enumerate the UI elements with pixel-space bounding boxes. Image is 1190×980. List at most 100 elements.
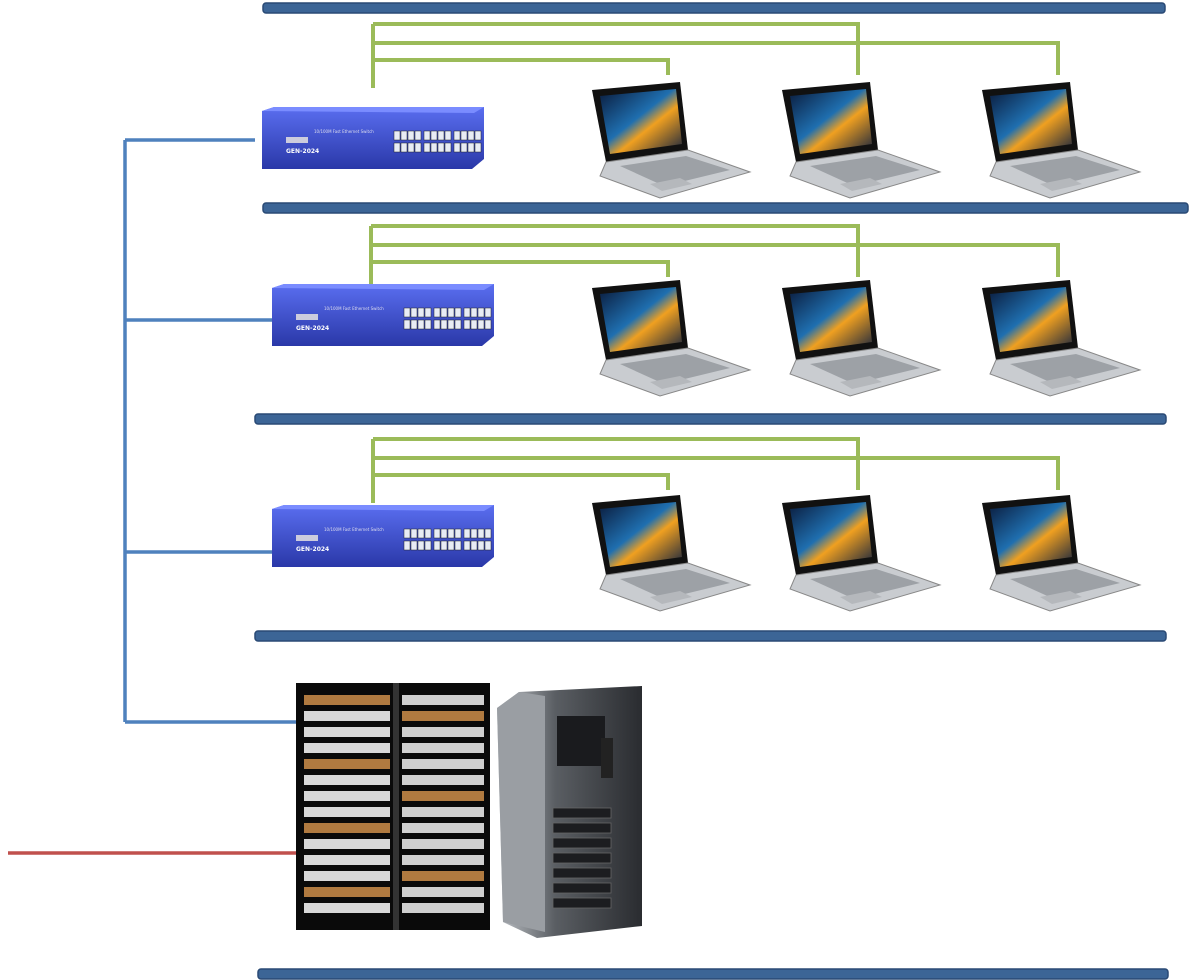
rack-panel: [402, 903, 484, 913]
switch-port: [477, 528, 485, 539]
laptop-icon: [592, 280, 752, 397]
rack-panel: [304, 807, 390, 817]
switch-port: [470, 319, 478, 330]
switch-caption: 10/100M Fast Ethernet Switch: [324, 527, 384, 532]
switch-port: [400, 142, 408, 153]
rack-panel: [402, 823, 484, 833]
switch-port: [440, 528, 448, 539]
drop-cable: [371, 260, 670, 277]
switch-port: [454, 319, 462, 330]
switch-port: [437, 142, 445, 153]
switch-port: [403, 540, 411, 551]
switch-port: [433, 307, 441, 318]
switch-port: [393, 142, 401, 153]
server-tower-icon: [497, 686, 642, 938]
laptop-icon: [592, 495, 752, 612]
drop-cable: [373, 456, 1060, 490]
laptop-touchpad: [1040, 178, 1082, 191]
tower-drive-bay: [552, 897, 612, 909]
tower-drive-bay: [552, 837, 612, 849]
laptop-touchpad: [650, 591, 692, 604]
switch-body: [272, 505, 494, 567]
laptop-screen: [790, 287, 872, 352]
switch-port: [403, 307, 411, 318]
switch-port: [460, 130, 468, 141]
drop-cable: [371, 224, 860, 277]
laptop-screen: [600, 287, 682, 352]
switch-port: [414, 130, 422, 141]
rack-panel: [402, 775, 484, 785]
tower-drive-bay: [552, 867, 612, 879]
rack-panel: [402, 871, 484, 881]
laptop-keyboard: [810, 156, 920, 186]
lan-segment-bar: [262, 2, 1166, 14]
switch-top: [272, 284, 494, 290]
rack-divider: [393, 683, 399, 930]
laptop-keyboard: [1010, 569, 1120, 599]
switch-port: [410, 319, 418, 330]
switch-port: [470, 540, 478, 551]
switch-port: [414, 142, 422, 153]
rack-panel: [402, 727, 484, 737]
tower-door: [497, 692, 545, 932]
drop-cable: [373, 58, 670, 75]
switch-port: [477, 307, 485, 318]
laptop-touchpad: [650, 178, 692, 191]
laptop-screen: [600, 502, 682, 567]
rack-panel: [402, 887, 484, 897]
laptop-screen: [990, 287, 1072, 352]
laptop-screen: [990, 89, 1072, 154]
drop-cable: [371, 243, 1060, 277]
switch-port: [453, 130, 461, 141]
switch-port: [407, 130, 415, 141]
switch-port: [433, 319, 441, 330]
switch-port: [467, 130, 475, 141]
drop-cable: [373, 473, 670, 490]
switch-port: [477, 540, 485, 551]
switch-port: [440, 319, 448, 330]
tower-drive-bay: [552, 807, 612, 819]
rack-panel: [304, 839, 390, 849]
switch-caption: 10/100M Fast Ethernet Switch: [324, 306, 384, 311]
switch-port: [423, 130, 431, 141]
rack-panel: [304, 695, 390, 705]
rack-panel: [402, 807, 484, 817]
switch-port: [410, 540, 418, 551]
laptop-keyboard: [1010, 156, 1120, 186]
switch-port: [484, 307, 492, 318]
switch-port: [417, 319, 425, 330]
switch-port: [433, 540, 441, 551]
laptop-icon: [592, 82, 752, 199]
switch-port: [467, 142, 475, 153]
switch-port: [407, 142, 415, 153]
drop-cable: [373, 22, 860, 75]
laptop-screen: [790, 89, 872, 154]
tower-drive-bay: [552, 852, 612, 864]
laptop-touchpad: [1040, 591, 1082, 604]
rack-panel: [304, 887, 390, 897]
switch-port: [454, 528, 462, 539]
switch-port: [447, 319, 455, 330]
switch-caption: 10/100M Fast Ethernet Switch: [314, 129, 374, 134]
rack-panel: [402, 695, 484, 705]
switch-port: [470, 528, 478, 539]
switch-port: [393, 130, 401, 141]
tower-drive-bay: [552, 882, 612, 894]
rack-panel: [402, 711, 484, 721]
switch-port: [417, 307, 425, 318]
rack-panel: [402, 743, 484, 753]
tower-panel: [601, 738, 613, 778]
laptop-icon: [982, 280, 1142, 397]
switch-port: [447, 540, 455, 551]
switch-port: [403, 528, 411, 539]
lan-segment-bar: [254, 413, 1167, 425]
laptop-keyboard: [620, 354, 730, 384]
laptop-keyboard: [620, 569, 730, 599]
switch-port: [437, 130, 445, 141]
switch-port: [484, 319, 492, 330]
rack-panel: [304, 871, 390, 881]
laptop-touchpad: [840, 376, 882, 389]
